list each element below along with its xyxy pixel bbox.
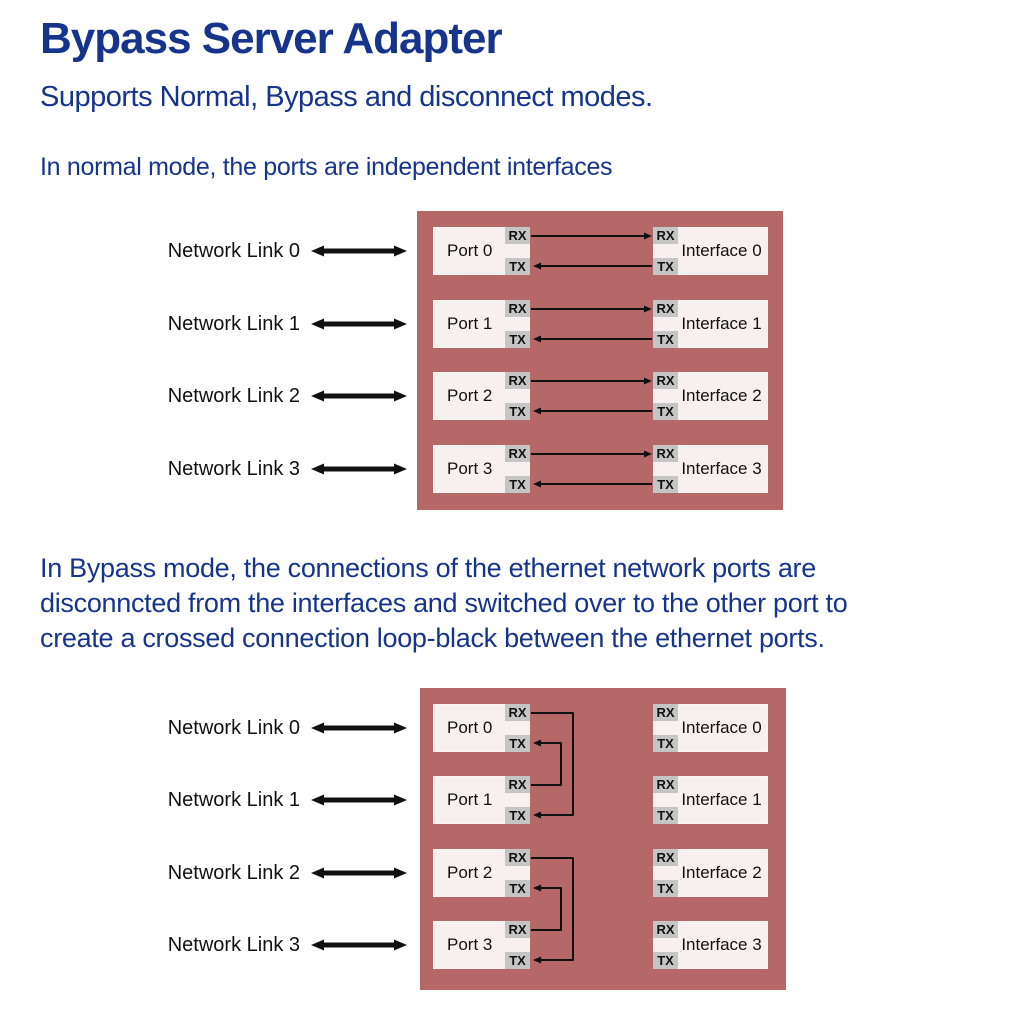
- interface-label: Interface 3: [681, 459, 762, 478]
- rx-tab: RX: [505, 227, 530, 244]
- tx-tab: TX: [505, 807, 530, 824]
- port-box: Port 1 RX TX: [433, 300, 530, 348]
- tx-tab: TX: [505, 952, 530, 969]
- interface-box: Interface 0 RX TX: [653, 227, 768, 275]
- port-label: Port 0: [447, 241, 493, 260]
- rx-tab: RX: [653, 776, 678, 793]
- port-box: Port 0 RX TX: [433, 227, 530, 275]
- network-link-label: Network Link 2: [167, 385, 300, 407]
- tx-tab: TX: [653, 952, 678, 969]
- network-link-label: Network Link 2: [167, 862, 300, 884]
- interface-label: Interface 1: [681, 790, 762, 809]
- tx-tab: TX: [653, 807, 678, 824]
- tx-tab: TX: [653, 403, 678, 420]
- interface-label: Interface 1: [681, 314, 762, 333]
- port-box: Port 2 RX TX: [433, 849, 530, 897]
- interface-box: Interface 2 RX TX: [653, 849, 768, 897]
- network-link-arrows-normal: [311, 245, 407, 475]
- interface-box: Interface 1 RX TX: [653, 300, 768, 348]
- port-label: Port 3: [447, 459, 493, 478]
- paragraph-line: In Bypass mode, the connections of the e…: [40, 553, 816, 583]
- network-link-arrows-bypass: [311, 722, 407, 951]
- interface-label: Interface 0: [681, 241, 762, 260]
- rx-tab: RX: [653, 372, 678, 389]
- tx-tab: TX: [505, 258, 530, 275]
- normal-mode-intro: In normal mode, the ports are independen…: [40, 153, 613, 181]
- tx-tab: TX: [653, 880, 678, 897]
- rx-tab: RX: [505, 921, 530, 938]
- interface-box: Interface 3 RX TX: [653, 921, 768, 969]
- network-link-label: Network Link 3: [167, 934, 300, 956]
- port-label: Port 3: [447, 935, 493, 954]
- port-label: Port 0: [447, 718, 493, 737]
- rx-tab: RX: [653, 227, 678, 244]
- bypass-mode-description: In Bypass mode, the connections of the e…: [40, 551, 848, 656]
- interface-label: Interface 0: [681, 718, 762, 737]
- rx-tab: RX: [653, 704, 678, 721]
- page-title: Bypass Server Adapter: [40, 14, 503, 63]
- port-box: Port 3 RX TX: [433, 921, 530, 969]
- interface-box: Interface 3 RX TX: [653, 445, 768, 493]
- rx-tab: RX: [505, 445, 530, 462]
- network-link-label: Network Link 1: [167, 313, 300, 335]
- interface-label: Interface 3: [681, 935, 762, 954]
- tx-tab: TX: [505, 331, 530, 348]
- interface-box: Interface 2 RX TX: [653, 372, 768, 420]
- rx-tab: RX: [653, 300, 678, 317]
- port-box: Port 0 RX TX: [433, 704, 530, 752]
- rx-tab: RX: [653, 921, 678, 938]
- port-label: Port 2: [447, 863, 493, 882]
- port-box: Port 1 RX TX: [433, 776, 530, 824]
- tx-tab: TX: [653, 331, 678, 348]
- network-link-label: Network Link 3: [167, 458, 300, 480]
- tx-tab: TX: [505, 476, 530, 493]
- paragraph-line: create a crossed connection loop-black b…: [40, 623, 825, 653]
- interface-box: Interface 0 RX TX: [653, 704, 768, 752]
- tx-tab: TX: [505, 880, 530, 897]
- rx-tab: RX: [653, 445, 678, 462]
- tx-tab: TX: [653, 735, 678, 752]
- port-box: Port 2 RX TX: [433, 372, 530, 420]
- network-link-label: Network Link 0: [167, 240, 300, 262]
- network-link-label: Network Link 0: [167, 717, 300, 739]
- network-link-label: Network Link 1: [167, 789, 300, 811]
- tx-tab: TX: [505, 403, 530, 420]
- rx-tab: RX: [505, 300, 530, 317]
- interface-box: Interface 1 RX TX: [653, 776, 768, 824]
- port-box: Port 3 RX TX: [433, 445, 530, 493]
- paragraph-line: disconncted from the interfaces and swit…: [40, 588, 848, 618]
- port-label: Port 1: [447, 314, 493, 333]
- rx-tab: RX: [505, 372, 530, 389]
- port-label: Port 1: [447, 790, 493, 809]
- tx-tab: TX: [653, 258, 678, 275]
- rx-tab: RX: [653, 849, 678, 866]
- tx-tab: TX: [505, 735, 530, 752]
- interface-label: Interface 2: [681, 386, 762, 405]
- port-label: Port 2: [447, 386, 493, 405]
- interface-label: Interface 2: [681, 863, 762, 882]
- rx-tab: RX: [505, 704, 530, 721]
- rx-tab: RX: [505, 776, 530, 793]
- rx-tab: RX: [505, 849, 530, 866]
- page-subtitle: Supports Normal, Bypass and disconnect m…: [40, 81, 653, 113]
- tx-tab: TX: [653, 476, 678, 493]
